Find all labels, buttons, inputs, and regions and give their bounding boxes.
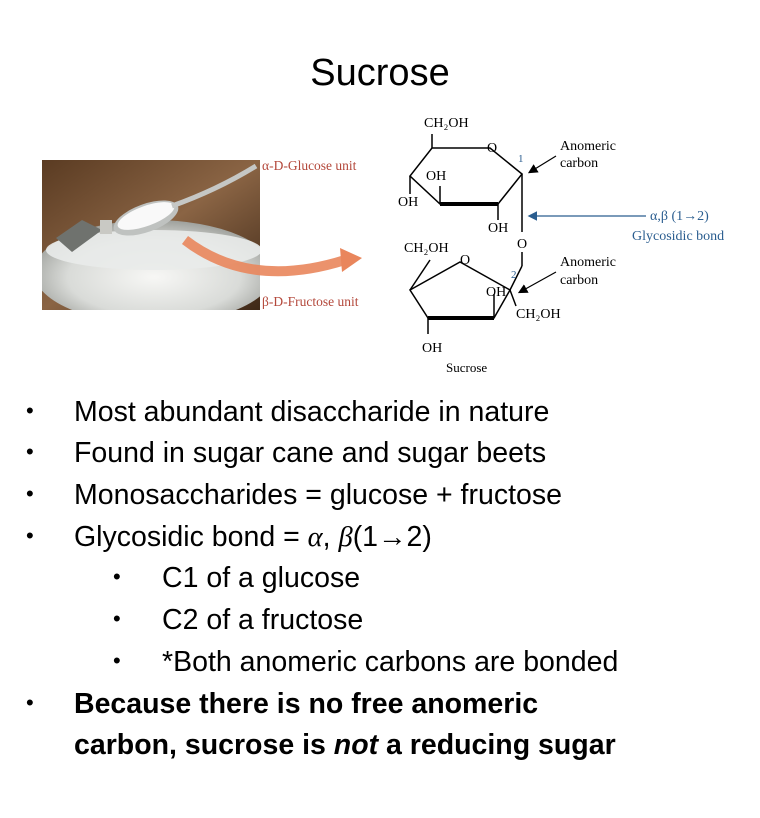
slide-title: Sucrose [310,52,450,94]
fructose-ring-o: O [460,253,470,268]
bullet-3: Monosaccharides = glucose + fructose [74,479,562,511]
anomeric-label-bottom-1: Anomeric [560,255,616,270]
sub-bullet-2: C2 of a fructose [162,604,364,636]
pointer-arrow-head [340,248,362,272]
bullet-2: Found in sugar cane and sugar beets [74,437,547,469]
fructose-unit-label: β-D-Fructose unit [262,294,359,309]
bullet-1: Most abundant disaccharide in nature [74,396,550,428]
glucose-unit-label: α-D-Glucose unit [262,158,357,173]
fructose-ring [408,259,523,334]
glucose-ring-o: O [487,141,497,156]
bullet-marker: • [26,398,34,423]
bridge-oxygen: O [517,237,527,252]
sucrose-structure-diagram: α-D-Glucose unit β-D-Fructose unit CH₂OH… [181,116,724,375]
glucose-ch2oh: CH₂OH [424,116,469,131]
carbon-number-1: 1 [518,153,524,165]
bullet-4: Glycosidic bond = α, β(1→2) [74,520,432,555]
bullet-marker: • [26,481,34,506]
bullet-4-alpha: α [307,522,323,553]
sub-bullet-3: *Both anomeric carbons are bonded [162,646,619,678]
bullet-4-prefix: Glycosidic bond = [74,521,308,553]
sugar-spoon-photo [42,160,260,310]
bullet-5-part-a: carbon, sucrose is [74,729,334,761]
glucose-oh-3: OH [426,169,446,184]
bullet-marker: • [26,690,34,715]
bullet-5-part-c: a reducing sugar [378,729,616,761]
bullet-5-line-2: carbon, sucrose is not a reducing sugar [74,728,616,762]
glucose-oh-4: OH [398,195,418,210]
sub-bullet-1: C1 of a glucose [162,562,361,594]
bullet-5-emphasis: not [333,729,379,761]
bullet-5-line-1: Because there is no free anomeric [74,688,539,720]
anomeric-label-top-2: carbon [560,156,598,171]
fructose-ch2oh-bottom: CH₂OH [516,307,561,322]
bullet-marker: • [26,523,34,548]
bond-label-1: α,β (1→2) [650,209,709,224]
sub-bullet-marker: • [113,648,121,673]
sub-bullet-marker: • [113,564,121,589]
glucose-oh-2: OH [488,221,508,236]
sub-bullet-marker: • [113,606,121,631]
fructose-oh-3: OH [486,285,506,300]
bullet-4-suffix: (1→2) [352,521,432,553]
fructose-oh-4: OH [422,341,442,356]
bond-label-2: Glycosidic bond [632,229,724,244]
bullet-4-beta: β [338,522,353,553]
bullet-4-comma: , [322,521,339,553]
carbon-number-2: 2 [511,269,517,281]
pointer-arrow [181,236,347,277]
fructose-ch2oh-top: CH₂OH [404,241,449,256]
figure-caption: Sucrose [446,360,487,375]
glucose-ring [408,134,524,232]
bullet-marker: • [26,439,34,464]
anomeric-label-top-1: Anomeric [560,139,616,154]
anomeric-label-bottom-2: carbon [560,273,598,288]
